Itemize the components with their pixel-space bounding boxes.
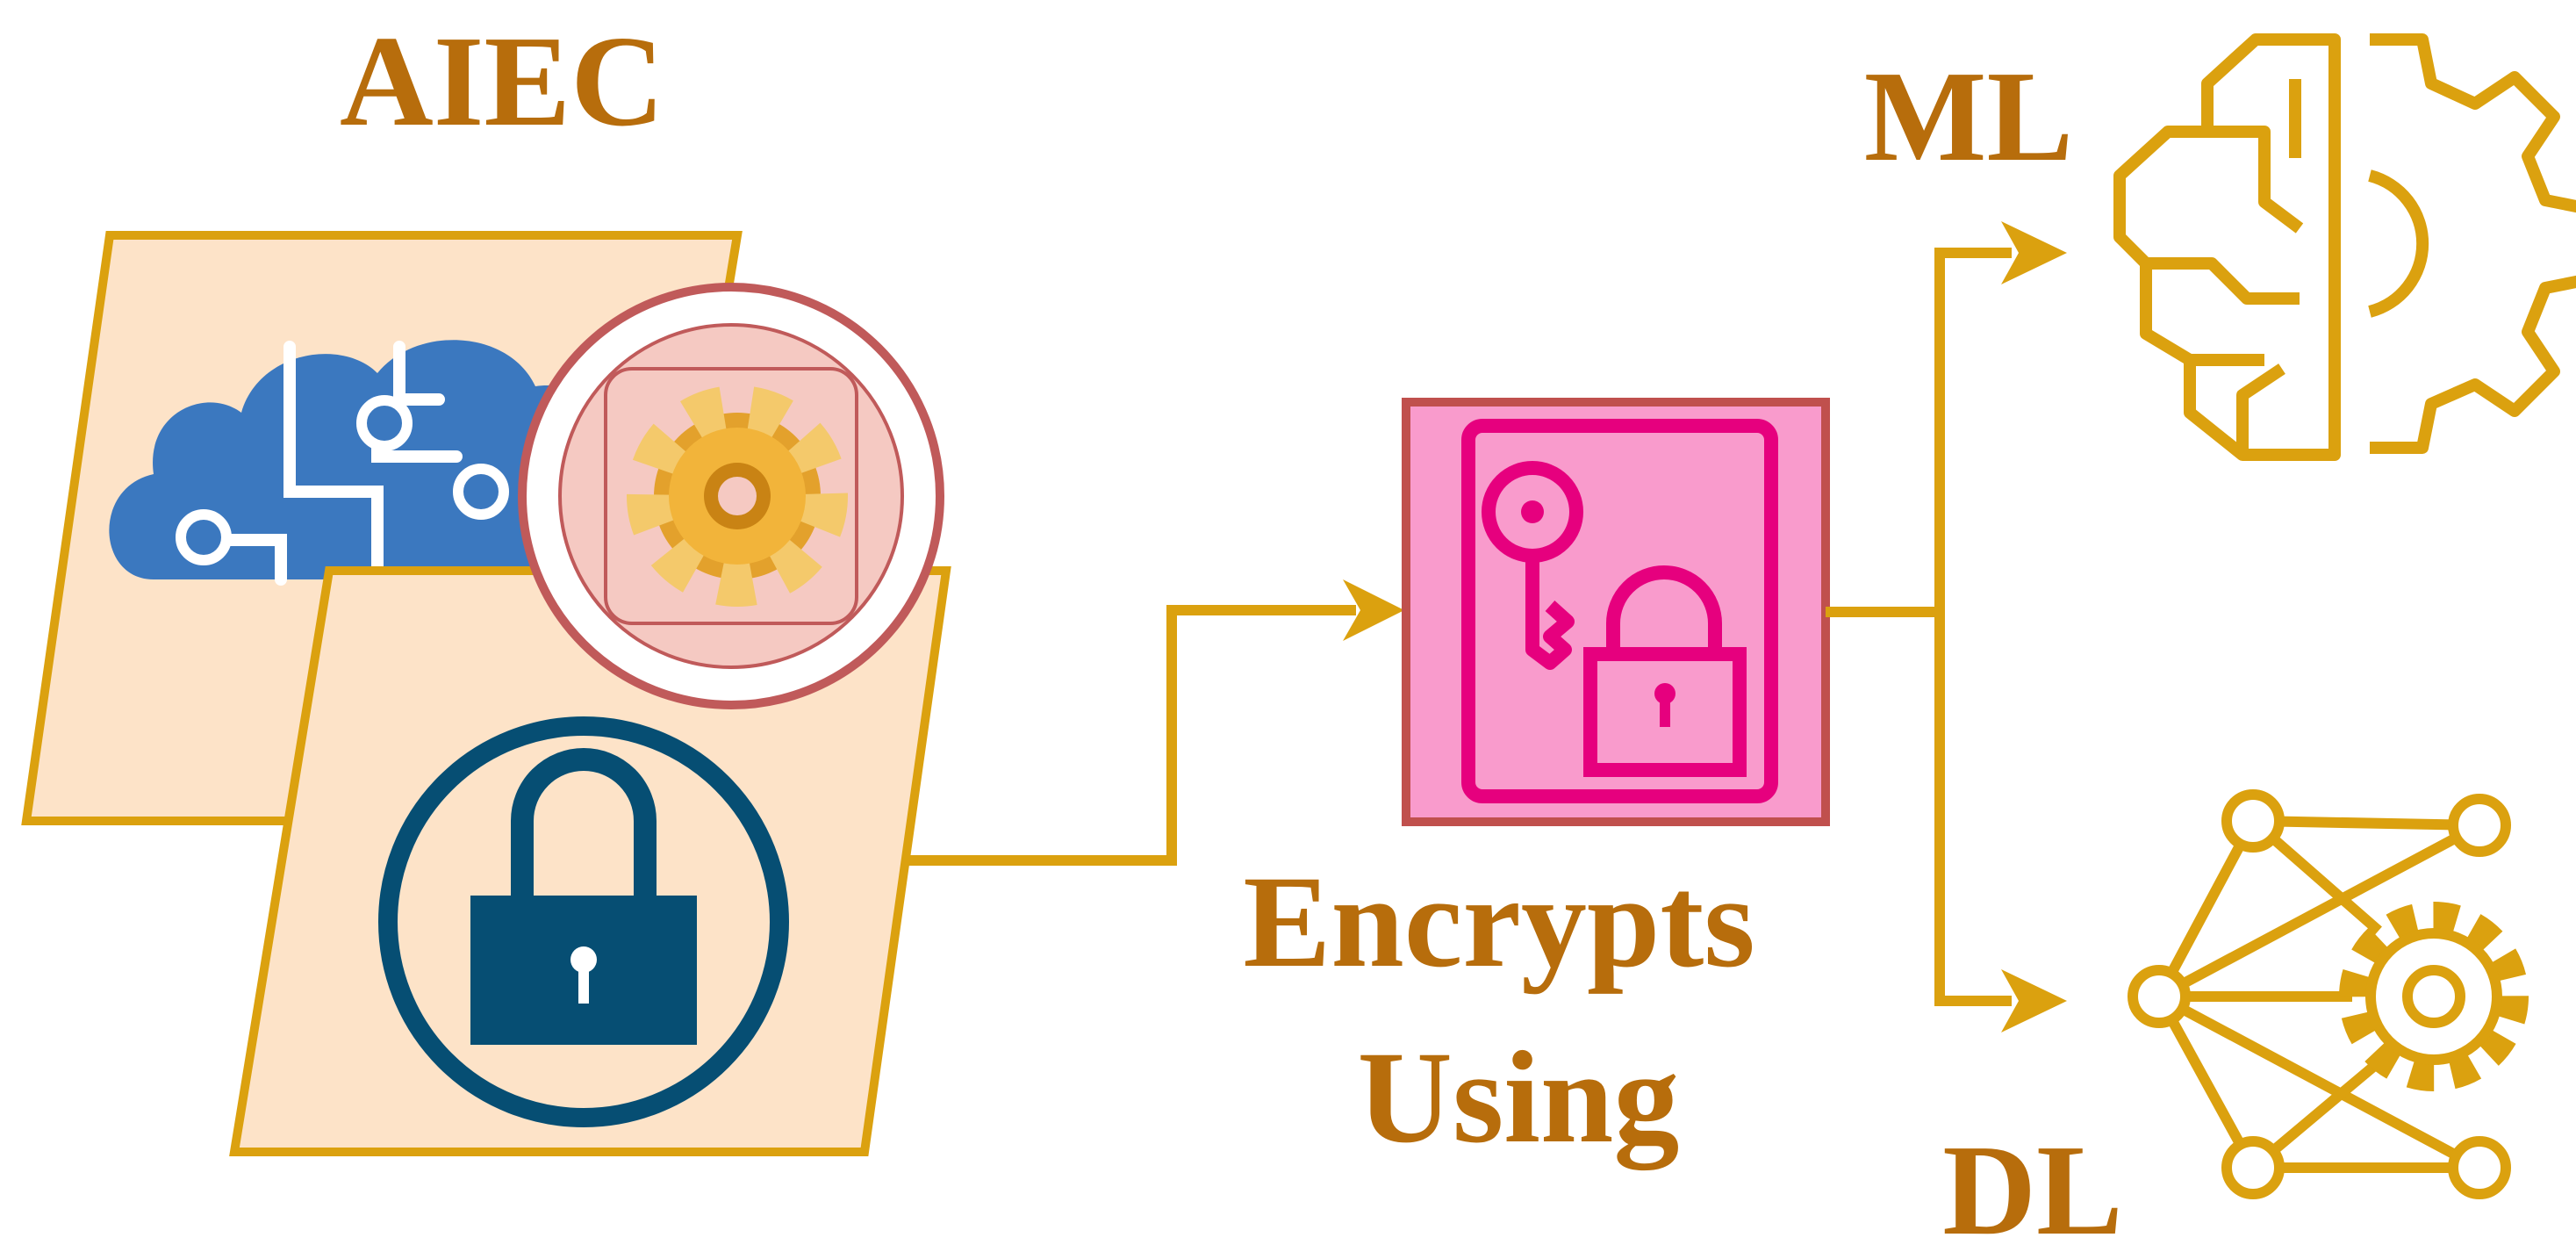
branch-arrows xyxy=(1826,221,2067,1033)
gear-badge xyxy=(518,283,944,709)
brain-gear-icon xyxy=(2113,33,2576,461)
cloud-circuit-icon xyxy=(109,340,643,586)
arrow-to-ml xyxy=(2001,221,2067,284)
gear-icon xyxy=(627,385,848,607)
ml-label: ML xyxy=(1864,45,2073,189)
encrypts-label-line2: Using xyxy=(1358,1025,1680,1170)
key-lock-document-icon xyxy=(1402,398,1830,826)
encrypts-label-line1: Encrypts xyxy=(1243,849,1754,995)
neural-network-gear-icon xyxy=(2128,789,2529,1199)
arrow-to-dl xyxy=(2001,969,2067,1033)
arrow-to-encryption xyxy=(908,579,1404,866)
dl-label: DL xyxy=(1942,1119,2123,1252)
padlock-icon xyxy=(378,716,789,1127)
aiec-title: AIEC xyxy=(340,10,664,154)
